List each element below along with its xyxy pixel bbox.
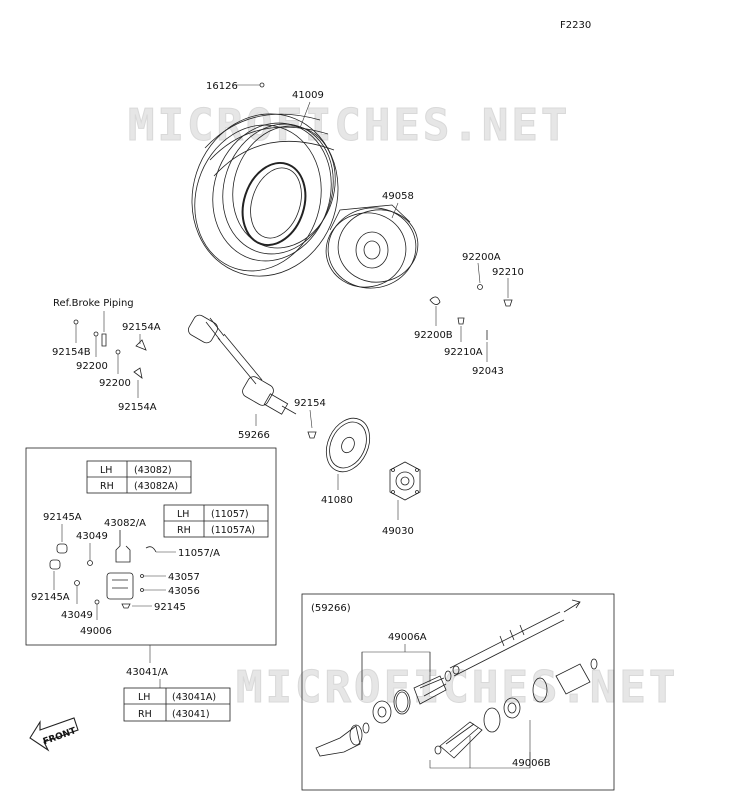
valve-cap-icon: [259, 82, 265, 88]
label-16126: 16126: [206, 81, 238, 92]
label-92154B: 92154B: [52, 347, 91, 358]
label-92200A: 92200A: [462, 252, 501, 263]
label-49006A: 49006A: [388, 632, 427, 643]
piston-49006-icon: [94, 599, 100, 605]
rim-drawing: [325, 204, 419, 289]
label-92200-b: 92200: [99, 378, 131, 389]
label-92043: 92043: [472, 366, 504, 377]
label-49006: 49006: [80, 626, 112, 637]
seal-43049-top-icon: [87, 560, 93, 566]
label-43082A: 43082/A: [104, 518, 146, 529]
table-43041: LH (43041A) RH (43041): [123, 687, 231, 722]
bracket-43082-icon: [115, 530, 131, 563]
t43082-row1-side: LH: [100, 465, 112, 476]
label-43041A: 43041/A: [126, 667, 168, 678]
inset-title: (59266): [311, 603, 351, 614]
watermark-bottom: MICROFICHES.NET: [236, 662, 678, 713]
exploded-driveshaft-drawing: [315, 599, 598, 759]
front-arrow-icon: FRONT: [29, 717, 79, 752]
label-43049-top: 43049: [76, 531, 108, 542]
seal-43049-bot-icon: [74, 580, 80, 586]
caliper-group-box: [25, 447, 277, 646]
hose-clip-icon: [101, 333, 107, 347]
watermark-top: MICROFICHES.NET: [128, 100, 570, 151]
clip-92154B-icon: [73, 319, 79, 325]
clip-92154A-bot-icon: [133, 367, 143, 379]
label-43049-bot: 43049: [61, 610, 93, 621]
bushing-92145A-top-icon: [56, 543, 68, 554]
label-49006B: 49006B: [512, 758, 551, 769]
label-92145: 92145: [154, 602, 186, 613]
t43082-row1-part: (43082): [134, 465, 172, 476]
t11057-row1-side: LH: [177, 509, 189, 520]
label-41009: 41009: [292, 90, 324, 101]
t43041-row1-side: LH: [138, 692, 150, 703]
t43041-row2-part: (43041): [172, 709, 210, 720]
t43082-row2-part: (43082A): [134, 481, 178, 492]
label-59266: 59266: [238, 430, 270, 441]
bolt-92200-b-icon: [115, 349, 121, 355]
label-92154A-top: 92154A: [122, 322, 161, 333]
label-92154: 92154: [294, 398, 326, 409]
label-ref-brake-piping: Ref.Broke Piping: [53, 298, 134, 309]
washer-92200B-icon: [429, 296, 441, 305]
driveshaft-exploded-box: [301, 593, 615, 791]
caliper-body-icon: [106, 572, 134, 600]
label-92154A-bot: 92154A: [118, 402, 157, 413]
label-92210A: 92210A: [444, 347, 483, 358]
label-43056: 43056: [168, 586, 200, 597]
figure-code: F2230: [560, 20, 591, 31]
label-92145A-bot: 92145A: [31, 592, 70, 603]
label-92200-a: 92200: [76, 361, 108, 372]
nut-92154-icon: [307, 431, 317, 439]
nut-92200A-icon: [477, 284, 483, 290]
t11057-row2-part: (11057A): [211, 525, 255, 536]
clip-11057-icon: [145, 546, 157, 553]
label-92210: 92210: [492, 267, 524, 278]
t11057-row2-side: RH: [177, 525, 191, 536]
bushing-92145A-bot-icon: [49, 559, 61, 570]
label-92200B: 92200B: [414, 330, 453, 341]
tire-drawing: [191, 113, 339, 277]
label-92145A-top: 92145A: [43, 512, 82, 523]
drive-shaft-drawing: [188, 314, 297, 415]
label-41080: 41080: [321, 495, 353, 506]
pin-92145-icon: [121, 603, 131, 609]
nut-92210-icon: [503, 299, 513, 307]
brake-disc-drawing: [325, 417, 371, 473]
table-43082: LH (43082) RH (43082A): [86, 460, 192, 494]
label-49058: 49058: [382, 191, 414, 202]
bleeder-43057-icon: [140, 574, 144, 578]
t43082-row2-side: RH: [100, 481, 114, 492]
label-43057: 43057: [168, 572, 200, 583]
table-11057: LH (11057) RH (11057A): [163, 504, 269, 538]
t11057-row1-part: (11057): [211, 509, 249, 520]
clip-92154A-top-icon: [135, 339, 147, 351]
front-label: FRONT: [42, 726, 79, 747]
t43041-row2-side: RH: [138, 709, 152, 720]
cap-43056-icon: [140, 588, 144, 592]
hub-drawing: [389, 461, 421, 501]
bolt-92200-a-icon: [93, 331, 99, 337]
t43041-row1-part: (43041A): [172, 692, 216, 703]
label-11057A: 11057/A: [178, 548, 220, 559]
nut-92210A-icon: [457, 317, 465, 325]
label-49030: 49030: [382, 526, 414, 537]
